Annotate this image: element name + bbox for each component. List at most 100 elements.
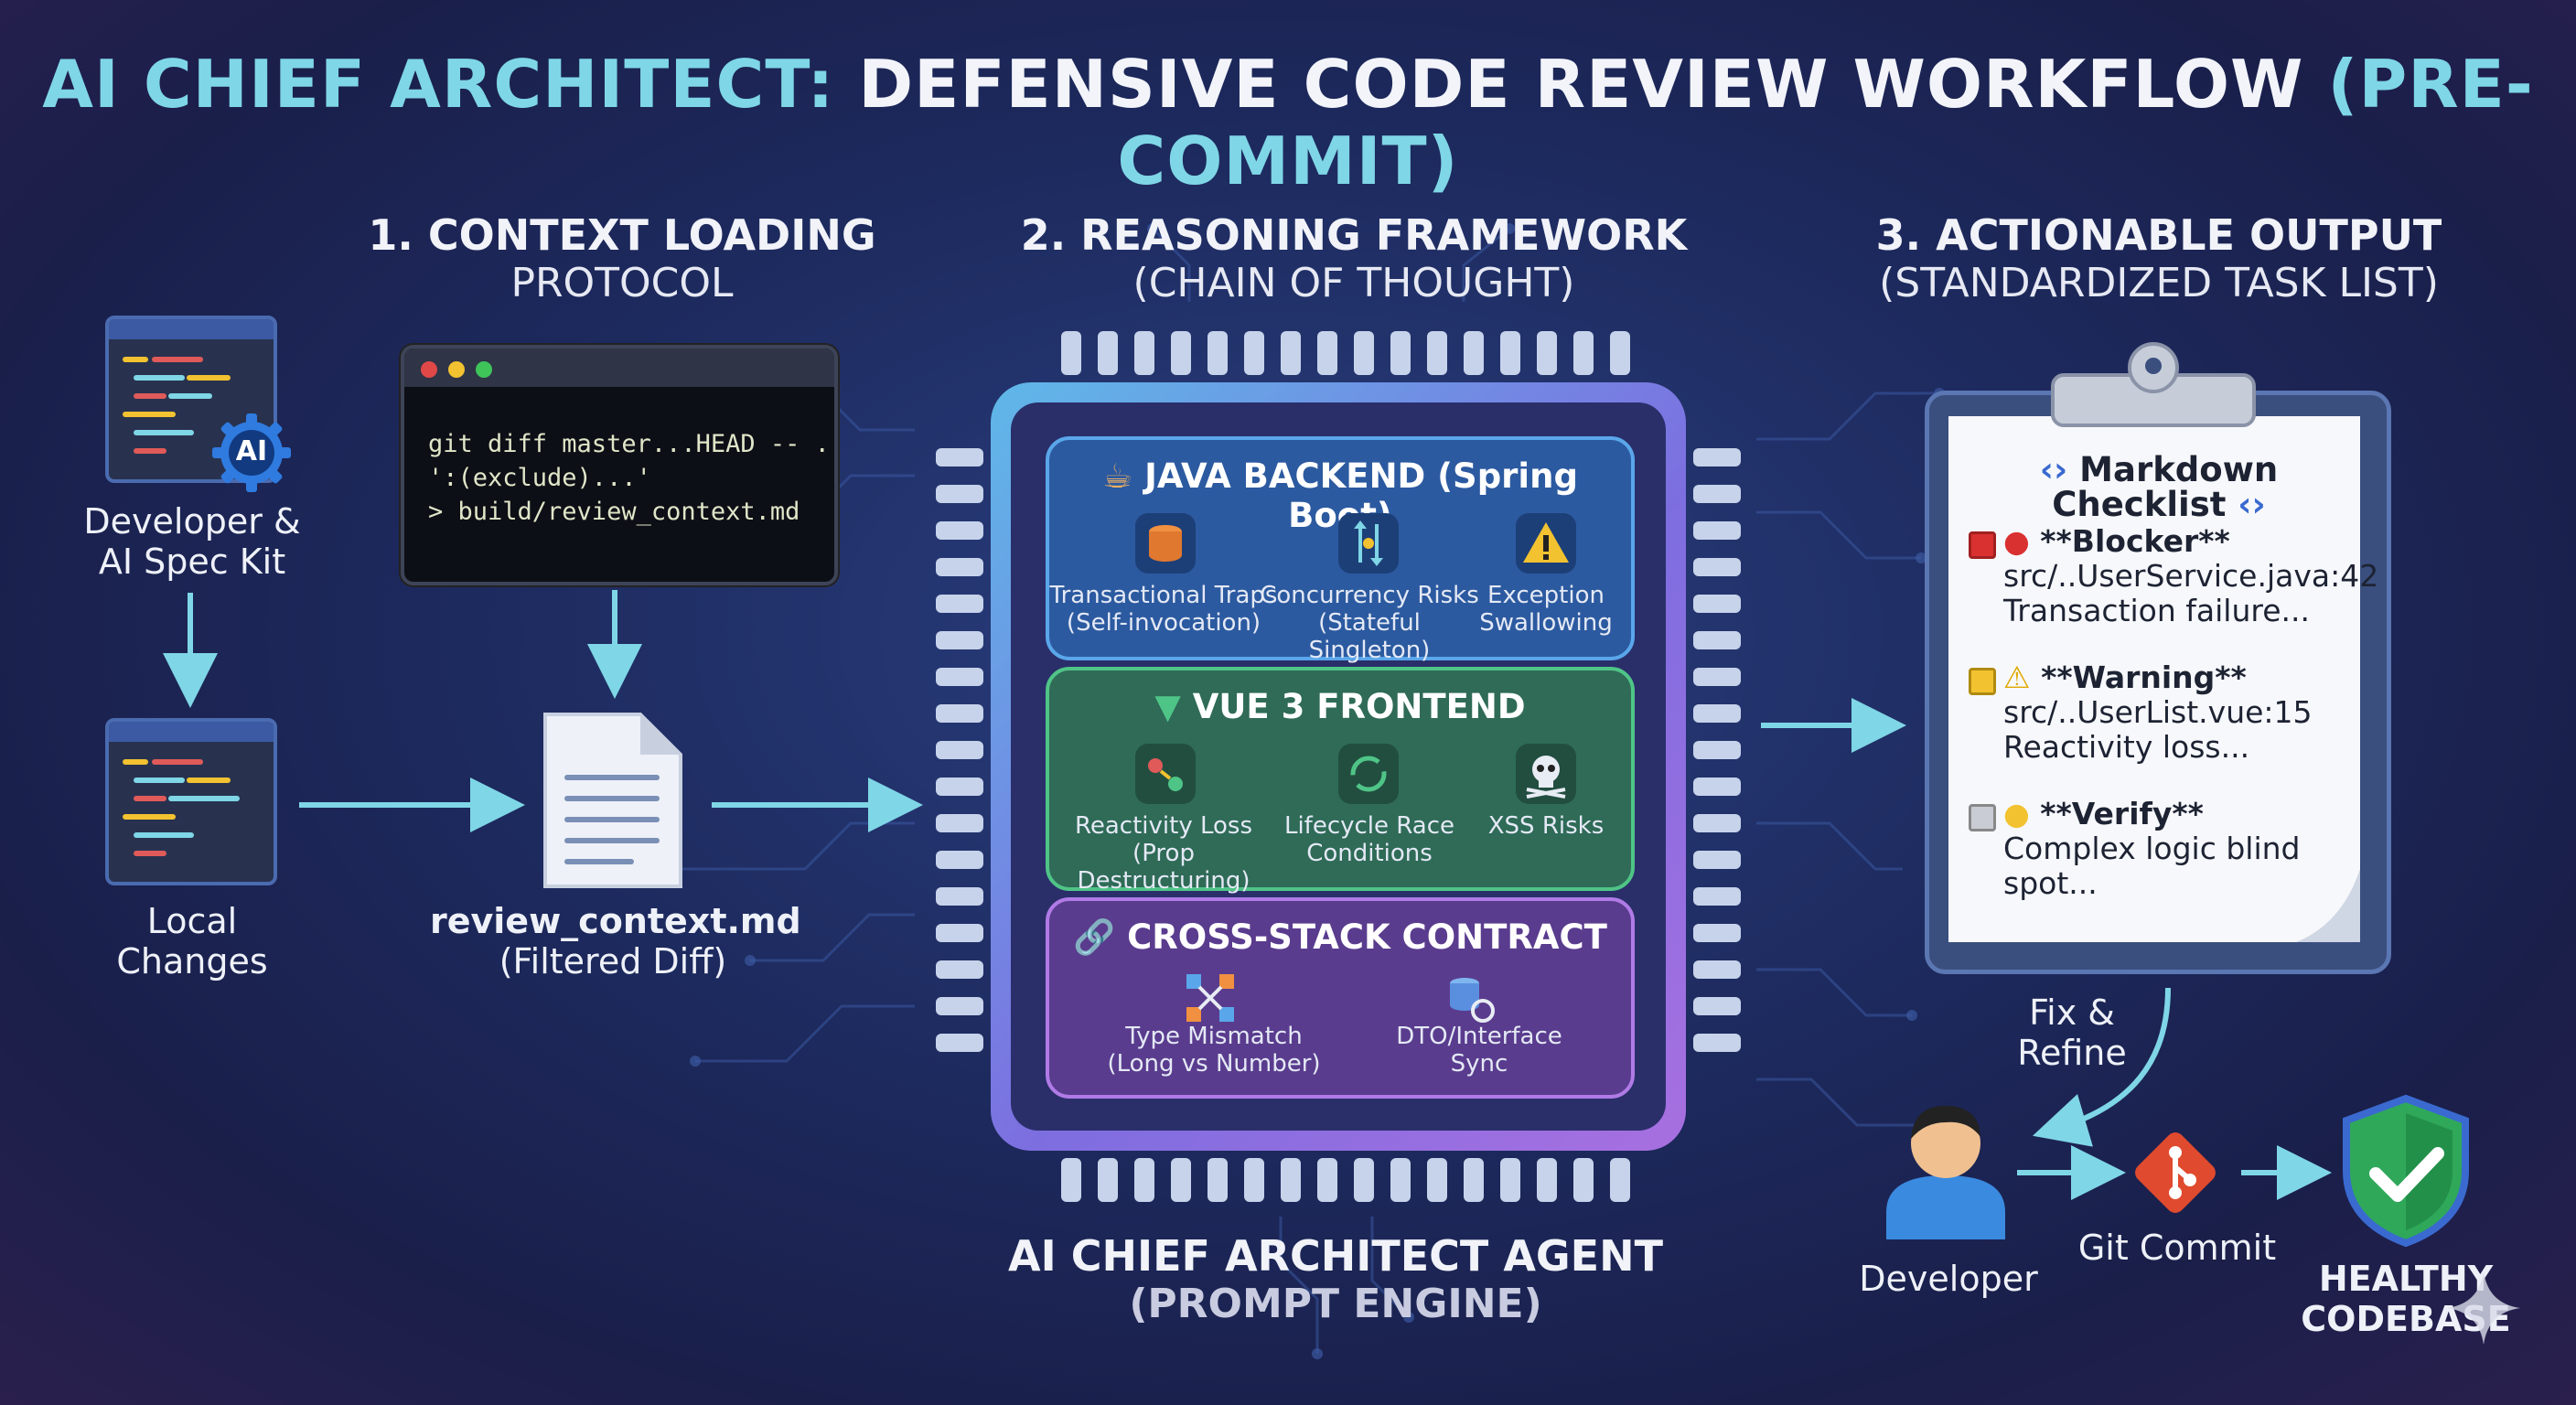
- column-1-subtitle: PROTOCOL: [510, 260, 734, 306]
- gear-icon: [212, 413, 291, 492]
- title-part-3: (PRE-COMMIT): [1117, 46, 2534, 199]
- terminal-command: git diff master...HEAD -- . ':(exclude)..…: [428, 427, 830, 529]
- dto-sync-icon: [1443, 971, 1497, 1025]
- chip-caption: AI CHIEF ARCHITECT AGENT (PROMPT ENGINE): [988, 1231, 1683, 1327]
- developer-label: Developer: [1859, 1259, 2038, 1299]
- terminal-line-2: ':(exclude)...': [428, 464, 651, 492]
- document-icon: [543, 713, 682, 888]
- cross-item-1-line2: (Long vs Number): [1107, 1050, 1321, 1078]
- column-header-reasoning: 2. REASONING FRAMEWORK (CHAIN OF THOUGHT…: [988, 210, 1720, 306]
- column-header-context: 1. CONTEXT LOADING PROTOCOL: [348, 210, 896, 306]
- verify-item: ● **Verify** Complex logic blind spot...: [2003, 797, 2360, 901]
- ai-badge-text: AI: [235, 435, 268, 467]
- vue-item-2-line2: Conditions: [1306, 840, 1433, 867]
- blocker-item: ● **Blocker** src/..UserService.java:42 …: [2003, 524, 2378, 628]
- page-curl: [2296, 869, 2360, 942]
- blocker-file: src/..UserService.java:42: [2003, 558, 2379, 594]
- terminal-line-1: git diff master...HEAD -- .: [428, 430, 830, 458]
- link-chain-icon: 🔗: [1073, 917, 1116, 957]
- stop-sign-icon: ●: [2003, 523, 2030, 559]
- java-backend-panel: ☕ JAVA BACKEND (Spring Boot) Transaction…: [1046, 436, 1635, 664]
- vue-item-reactivity: Reactivity Loss(Prop Destructuring): [1049, 812, 1278, 895]
- local-changes-line2: Changes: [116, 941, 268, 981]
- java-item-concurrency: Concurrency Risks(Stateful Singleton): [1255, 582, 1484, 664]
- reactivity-nodes-icon: [1135, 744, 1196, 804]
- vue-item-1-line1: Reactivity Loss: [1074, 812, 1253, 840]
- warning-desc: Reactivity loss...: [2003, 729, 2250, 765]
- git-commit-label: Git Commit: [2077, 1228, 2277, 1268]
- cross-item-type-mismatch: Type Mismatch(Long vs Number): [1104, 1023, 1324, 1078]
- column-3-title: 3. ACTIONABLE OUTPUT: [1875, 210, 2442, 260]
- column-header-output: 3. ACTIONABLE OUTPUT (STANDARDIZED TASK …: [1857, 210, 2461, 306]
- java-item-2-line2: (Stateful Singleton): [1308, 609, 1431, 664]
- chip-caption-subtitle: (PROMPT ENGINE): [1129, 1281, 1542, 1327]
- cross-panel-title: CROSS-STACK CONTRACT: [1127, 917, 1607, 957]
- java-item-3-line1: Exception: [1487, 582, 1605, 609]
- blocker-tag: **Blocker**: [2040, 523, 2230, 559]
- java-item-1-line2: (Self-invocation): [1066, 609, 1261, 637]
- code-lines-icon: [123, 357, 231, 454]
- column-2-subtitle: (CHAIN OF THOUGHT): [1132, 260, 1575, 306]
- concurrency-arrows-icon: [1338, 513, 1399, 574]
- review-context-label: review_context.md (Filtered Diff): [430, 901, 801, 981]
- vue-item-2-line1: Lifecycle Race: [1283, 812, 1455, 840]
- developer-label-line2: AI Spec Kit: [98, 542, 286, 582]
- fix-refine-line2: Refine: [2017, 1033, 2127, 1073]
- lightbulb-icon: ●: [2003, 796, 2030, 831]
- code-brackets-icon: ‹›: [2238, 485, 2266, 524]
- fix-refine-line1: Fix &: [2029, 992, 2115, 1033]
- review-context-subtitle: (Filtered Diff): [499, 941, 727, 981]
- terminal-line-3: > build/review_context.md: [428, 498, 800, 526]
- column-2-title: 2. REASONING FRAMEWORK: [1020, 210, 1688, 260]
- warning-checkbox[interactable]: [1969, 668, 1996, 695]
- verify-checkbox[interactable]: [1969, 804, 1996, 831]
- clipboard-clip-icon: [2051, 342, 2256, 427]
- column-3-subtitle: (STANDARDIZED TASK LIST): [1879, 260, 2439, 306]
- vue-panel-title: VUE 3 FRONTEND: [1192, 687, 1526, 726]
- git-logo-icon: [2135, 1132, 2216, 1213]
- java-panel-title: JAVA BACKEND (Spring Boot): [1144, 456, 1578, 535]
- lifecycle-cycle-icon: [1338, 744, 1399, 804]
- vue-logo-icon: ▼: [1154, 687, 1181, 726]
- java-item-2-line1: Concurrency Risks: [1260, 582, 1479, 609]
- warning-item: ⚠ **Warning** src/..UserList.vue:15 Reac…: [2003, 660, 2313, 765]
- page-title: AI CHIEF ARCHITECT: DEFENSIVE CODE REVIE…: [0, 46, 2576, 199]
- healthy-line1: HEALTHY: [2318, 1259, 2494, 1299]
- shield-check-icon: [2343, 1094, 2469, 1248]
- terminal-window: git diff master...HEAD -- . ':(exclude)..…: [401, 345, 838, 585]
- warning-icon: ⚠: [2003, 660, 2031, 695]
- checklist-title-text: Markdown Checklist: [2052, 450, 2279, 524]
- vue-panel-header: ▼ VUE 3 FRONTEND: [1049, 687, 1631, 726]
- cross-item-1-line1: Type Mismatch: [1125, 1023, 1303, 1050]
- warning-tag: **Warning**: [2041, 660, 2247, 695]
- vue-item-1-line2: (Prop Destructuring): [1077, 840, 1250, 895]
- fix-refine-label: Fix & Refine: [1994, 992, 2150, 1073]
- verify-desc: Complex logic blind spot...: [2003, 831, 2301, 901]
- vue-item-3-line1: XSS Risks: [1487, 812, 1605, 840]
- review-context-filename: review_context.md: [430, 901, 801, 941]
- database-icon: [1135, 513, 1196, 574]
- vue-item-xss: XSS Risks: [1461, 812, 1631, 840]
- local-changes-line1: Local: [146, 901, 238, 941]
- warning-triangle-icon: [1516, 513, 1576, 574]
- type-mismatch-icon: [1183, 971, 1238, 1025]
- warning-file: src/..UserList.vue:15: [2003, 694, 2313, 730]
- minimize-dot-icon: [448, 361, 465, 378]
- cross-panel-header: 🔗 CROSS-STACK CONTRACT: [1049, 917, 1631, 958]
- column-1-title: 1. CONTEXT LOADING: [368, 210, 876, 260]
- blocker-checkbox[interactable]: [1969, 531, 1996, 559]
- coffee-cup-icon: ☕: [1102, 456, 1133, 496]
- developer-spec-kit-label: Developer & AI Spec Kit: [55, 501, 329, 582]
- java-item-transactional: Transactional Traps(Self-invocation): [1049, 582, 1278, 637]
- java-item-3-line2: Swallowing: [1479, 609, 1613, 637]
- title-part-2: DEFENSIVE CODE REVIEW WORKFLOW: [858, 46, 2304, 123]
- checklist-paper: ‹› Markdown Checklist ‹› ● **Blocker** s…: [1948, 416, 2378, 942]
- developer-label-line1: Developer &: [83, 501, 301, 542]
- checklist-title: ‹› Markdown Checklist ‹›: [1967, 453, 2351, 522]
- sparkle-icon: [2447, 1271, 2520, 1345]
- cross-stack-panel: 🔗 CROSS-STACK CONTRACT Type Mismatch(Lon…: [1046, 897, 1635, 1099]
